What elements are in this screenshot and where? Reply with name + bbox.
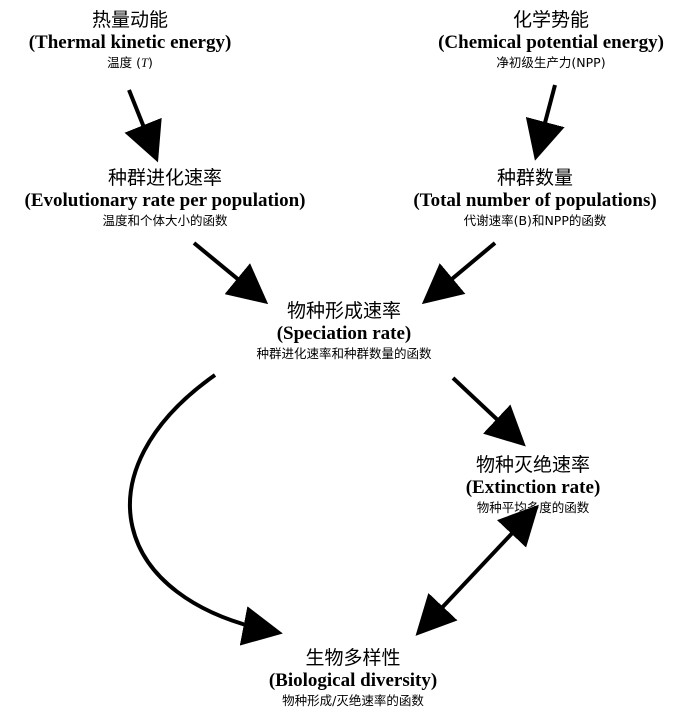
- populations-cn-title: 种群数量: [496, 167, 573, 189]
- node-speciation-rate: 物种形成速率 (Speciation rate) 种群进化速率和种群数量的函数: [256, 299, 431, 363]
- evolution-cn-title: 种群进化速率: [107, 167, 222, 189]
- arrow-thermal-to-evolution: [124, 89, 162, 163]
- extinction-cn-title: 物种灭绝速率: [475, 454, 590, 476]
- arrow-speciation-to-extinction: [451, 376, 526, 447]
- diversity-en-title: (Biological diversity): [268, 670, 438, 691]
- thermal-desc-suffix: ): [147, 55, 153, 70]
- arrow-speciation-to-diversity: [128, 373, 283, 646]
- arrow-evolution-to-speciation: [192, 241, 269, 305]
- speciation-desc: 种群进化速率和种群数量的函数: [256, 346, 432, 361]
- extinction-en-title: (Extinction rate): [465, 477, 601, 498]
- node-population-count: 种群数量 (Total number of populations) 代谢速率(…: [413, 166, 656, 230]
- node-chemical-energy: 化学势能 (Chemical potential energy) 净初级生产力(…: [438, 8, 664, 72]
- diversity-cn-title: 生物多样性: [305, 647, 401, 669]
- chemical-en-title: (Chemical potential energy): [438, 32, 664, 53]
- arrow-populations-to-speciation: [421, 241, 497, 305]
- speciation-en-title: (Speciation rate): [276, 323, 412, 344]
- diversity-desc: 物种形成/灭绝速率的函数: [282, 693, 424, 708]
- extinction-desc: 物种平均多度的函数: [476, 500, 590, 515]
- node-thermal-energy: 热量动能 (Thermal kinetic energy) 温度 (T): [29, 8, 232, 72]
- thermal-en-title: (Thermal kinetic energy): [28, 32, 232, 53]
- node-biological-diversity: 生物多样性 (Biological diversity) 物种形成/灭绝速率的函…: [269, 646, 437, 710]
- thermal-desc: 温度 (T): [29, 54, 232, 72]
- thermal-cn-title: 热量动能: [91, 9, 168, 31]
- arrow-extinction-diversity: [415, 504, 539, 636]
- chemical-desc: 净初级生产力(NPP): [496, 55, 606, 70]
- arrow-chemical-to-populations: [525, 84, 565, 161]
- node-evolutionary-rate: 种群进化速率 (Evolutionary rate per population…: [25, 166, 306, 230]
- populations-en-title: (Total number of populations): [413, 190, 657, 211]
- evolution-desc: 温度和个体大小的函数: [102, 213, 228, 228]
- populations-desc: 代谢速率(B)和NPP的函数: [463, 213, 607, 228]
- speciation-cn-title: 物种形成速率: [286, 300, 402, 322]
- thermal-desc-prefix: 温度 (: [107, 55, 141, 70]
- node-extinction-rate: 物种灭绝速率 (Extinction rate) 物种平均多度的函数: [466, 453, 601, 517]
- evolution-en-title: (Evolutionary rate per population): [24, 190, 306, 211]
- chemical-cn-title: 化学势能: [512, 9, 589, 31]
- thermal-desc-var: T: [141, 56, 148, 70]
